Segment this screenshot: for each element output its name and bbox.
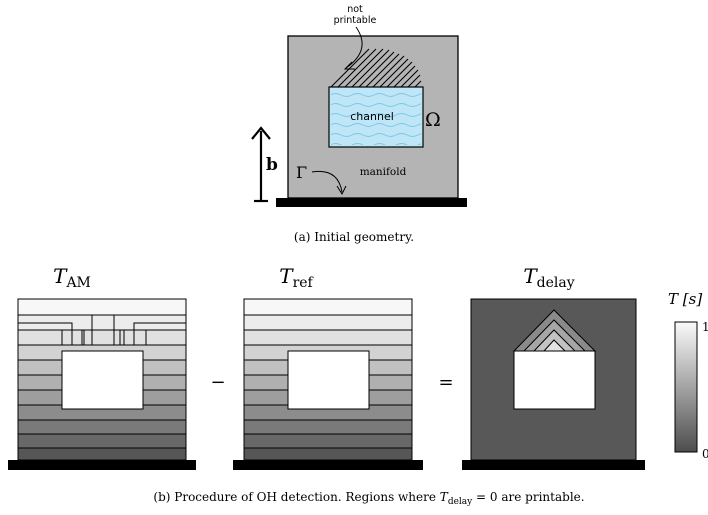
channel-label: channel [350,110,394,123]
equals-operator: = [438,372,453,393]
t-delay-hole [513,350,596,410]
minus-operator: − [210,372,225,393]
build-direction-arrowhead [251,126,271,140]
omega-label: Ω [425,109,441,131]
caption-b: (b) Procedure of OH detection. Regions w… [153,490,584,507]
build-plate-a [276,198,467,207]
caption-a: (a) Initial geometry. [294,230,414,244]
overhang-hatch-region [330,48,422,88]
build-direction-label: b [266,155,278,175]
not-printable-label-line1: not [347,4,363,15]
manifold-label: manifold [360,166,407,178]
colorbar [674,321,698,453]
colorbar-min-label: 0 [702,447,708,461]
gamma-arrow [311,170,343,193]
t-am-title: TAM [53,264,91,291]
t-ref-hole [287,350,370,410]
colorbar-max-label: 1 [702,320,708,334]
t-ref-plate [233,460,423,470]
oh-detection-panel: TAM Tref Tdelay − [8,264,708,507]
t-delay-plate [462,460,645,470]
not-printable-arrow [345,26,363,69]
t-am-plate [8,460,196,470]
colorbar-title: T [s] [668,290,702,308]
not-printable-label-line2: printable [334,15,377,26]
initial-geometry-panel: channel Ω manifold Γ not printable b (a)… [251,4,467,244]
t-am-hole [61,350,144,410]
t-ref-title: Tref [279,264,314,291]
gamma-arrowhead [336,185,347,196]
channel-waves [331,89,421,145]
t-delay-title: Tdelay [523,264,574,291]
not-printable-arrowhead [343,61,355,70]
gamma-label: Γ [296,163,307,182]
